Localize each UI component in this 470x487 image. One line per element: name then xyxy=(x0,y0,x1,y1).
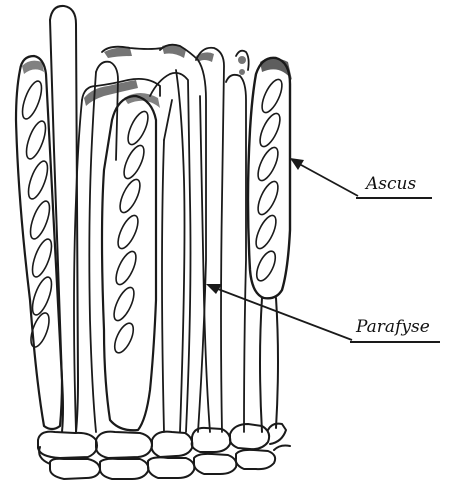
ascus-label: Ascus xyxy=(364,174,416,194)
ascus-left xyxy=(16,56,62,429)
paraphysis-label: Parafyse xyxy=(355,317,430,337)
ascus-middle xyxy=(102,93,160,430)
ascus-pointer-line xyxy=(292,160,358,196)
paraphysis-pointer-line xyxy=(210,286,352,340)
label-pointers xyxy=(206,158,358,340)
ascus-pointer-arrowhead xyxy=(290,158,304,170)
ascospores-right xyxy=(252,77,286,284)
paraphyses-group xyxy=(74,45,249,432)
ascus-right xyxy=(248,58,292,432)
ascospores-left xyxy=(19,79,56,349)
